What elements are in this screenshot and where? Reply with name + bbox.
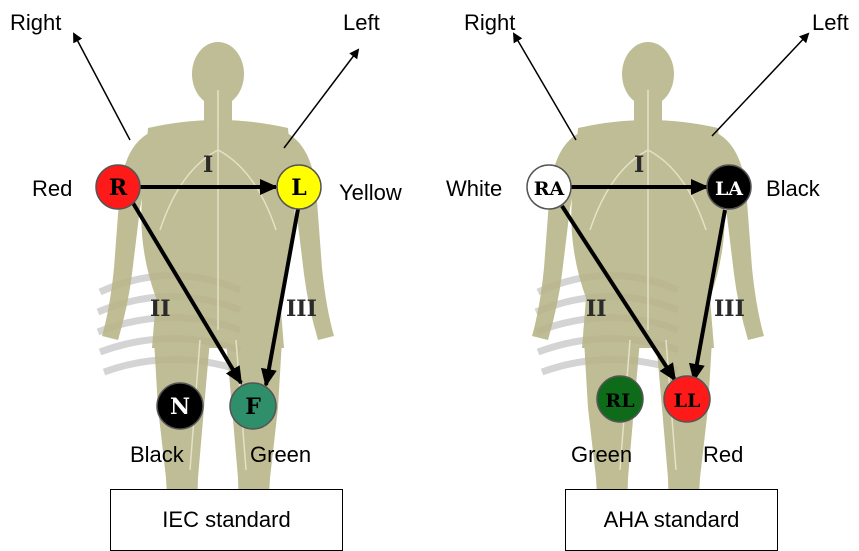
aha-electrode-ra-letter: RA (534, 178, 565, 200)
aha-electrode-ra-color-label: White (446, 176, 502, 201)
aha-lead-iii-label: III (714, 296, 745, 322)
aha-right-label: Right (464, 10, 515, 35)
aha-electrode-ra: RA (527, 165, 571, 209)
iec-right-direction-arrow (74, 34, 130, 140)
iec-left-label: Left (343, 10, 380, 35)
iec-standard-label: IEC standard (162, 507, 290, 533)
aha-right-direction-arrow (514, 34, 576, 140)
iec-electrode-n: N (157, 383, 203, 429)
aha-electrode-rl: RL (597, 376, 643, 422)
iec-standard-box: IEC standard (110, 489, 343, 551)
iec-electrode-r-letter: R (109, 175, 128, 201)
iec-electrode-n-color-label: Black (130, 442, 185, 467)
iec-electrode-f-letter: F (245, 394, 261, 420)
iec-lead-ii-label: II (150, 296, 171, 322)
iec-electrode-l-color-label: Yellow (339, 180, 402, 205)
iec-right-label: Right (10, 10, 61, 35)
aha-electrode-ll-letter: LL (674, 390, 701, 412)
iec-electrode-r-color-label: Red (32, 176, 72, 201)
iec-electrode-n-letter: N (170, 394, 190, 420)
iec-electrode-f-color-label: Green (250, 442, 311, 467)
aha-lead-i-label: I (634, 152, 644, 178)
aha-electrode-la-letter: LA (715, 178, 743, 200)
aha-standard-label: AHA standard (604, 507, 740, 533)
aha-electrode-ll-color-label: Red (703, 442, 743, 467)
iec-figure: Right Left I II III R L N F Red Yellow B… (10, 10, 402, 548)
aha-figure: Right Left I II III RA LA RL LL White Bl… (446, 10, 849, 548)
iec-lead-i-label: I (203, 152, 213, 178)
aha-left-label: Left (812, 10, 849, 35)
aha-electrode-rl-color-label: Green (571, 442, 632, 467)
aha-electrode-la-color-label: Black (766, 176, 821, 201)
iec-electrode-f: F (230, 383, 276, 429)
iec-electrode-l-letter: L (291, 175, 306, 201)
iec-electrode-l: L (277, 165, 321, 209)
aha-lead-ii-label: II (586, 296, 607, 322)
aha-electrode-ll: LL (664, 376, 710, 422)
aha-standard-box: AHA standard (565, 489, 778, 551)
iec-left-direction-arrow (284, 50, 358, 148)
aha-electrode-rl-letter: RL (605, 390, 634, 412)
aha-left-direction-arrow (712, 34, 808, 136)
iec-lead-iii-label: III (286, 296, 317, 322)
aha-electrode-la: LA (707, 165, 751, 209)
iec-electrode-r: R (96, 165, 140, 209)
